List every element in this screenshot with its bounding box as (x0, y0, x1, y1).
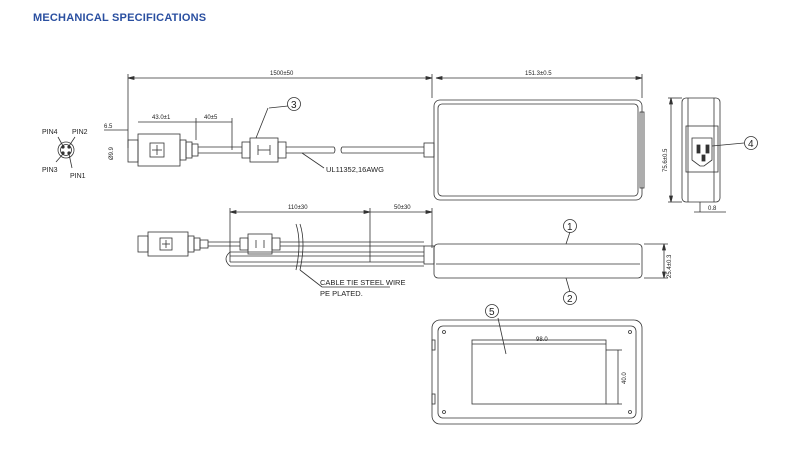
foot-height-dimension: 0.8 (694, 202, 726, 213)
callout-1: 1 (563, 219, 577, 233)
iec-inlet-icon (691, 137, 713, 167)
pin2-label: PIN2 (72, 129, 88, 136)
ferrite-span-label: 110±30 (288, 205, 308, 211)
body-length-label: 151.3±0.5 (525, 71, 552, 77)
callout-2: 2 (563, 291, 577, 305)
body-width-label: 75.6±0.5 (663, 148, 669, 172)
connector-length-label: 43.0±1 (152, 115, 171, 121)
label-area (471, 339, 607, 405)
pin-connector-icon (55, 136, 76, 169)
callout-3-label: 3 (291, 100, 297, 111)
cable-length-label: 1500±50 (270, 71, 294, 77)
callout-5-label: 5 (489, 307, 495, 318)
pin1-label: PIN1 (70, 173, 86, 180)
adapter-bottom-view (431, 319, 643, 425)
callout-4: 4 (744, 136, 758, 150)
tie-dimensions: 110±30 50±30 (229, 205, 433, 262)
label-width-text: 98.0 (536, 337, 548, 343)
page-title: MECHANICAL SPECIFICATIONS (33, 12, 207, 24)
connector-dimensions: 43.0±1 40±5 6.5 Ø9.9 (104, 115, 233, 160)
callout-5: 5 (485, 304, 499, 318)
label-height-dimension: 40.0 (606, 349, 628, 405)
callout-3: 3 (268, 97, 301, 111)
body-length-dimension: 151.3±0.5 (435, 71, 643, 98)
ferrite-core (241, 107, 287, 163)
foot-height-label: 0.8 (708, 206, 717, 212)
cable-spec-note: UL11352,16AWG (326, 165, 384, 174)
cable-tie-note-1: CABLE TIE STEEL WIRE (320, 278, 405, 287)
tie-offset-label: 50±30 (394, 205, 411, 211)
ferrite-offset-label: 40±5 (204, 115, 218, 121)
ferrite-core-side (239, 233, 281, 255)
adapter-side-view (433, 243, 643, 279)
label-width-dimension: 98.0 (472, 337, 606, 345)
cable-bundle (225, 223, 424, 271)
label-height-text: 40.0 (622, 372, 628, 384)
adapter-top-view (433, 99, 645, 201)
pin-extension-label: 6.5 (104, 124, 113, 130)
pin4-label: PIN4 (42, 129, 58, 136)
body-width-dimension: 75.6±0.5 (663, 97, 682, 203)
callout-2-label: 2 (567, 294, 573, 305)
pin3-label: PIN3 (42, 167, 58, 174)
adapter-end-view (681, 97, 721, 203)
body-height-dimension: 25.4±0.3 (644, 243, 673, 279)
connector-dia-label: Ø9.9 (109, 146, 115, 160)
body-height-label: 25.4±0.3 (667, 254, 673, 278)
cable-tie-note-2: PE PLATED. (320, 289, 363, 298)
dc-plug-side (137, 231, 209, 257)
callout-1-label: 1 (567, 222, 573, 233)
callout-4-label: 4 (748, 139, 754, 150)
cable-length-dimension: 1500±50 (127, 71, 433, 148)
dc-plug (127, 133, 199, 167)
